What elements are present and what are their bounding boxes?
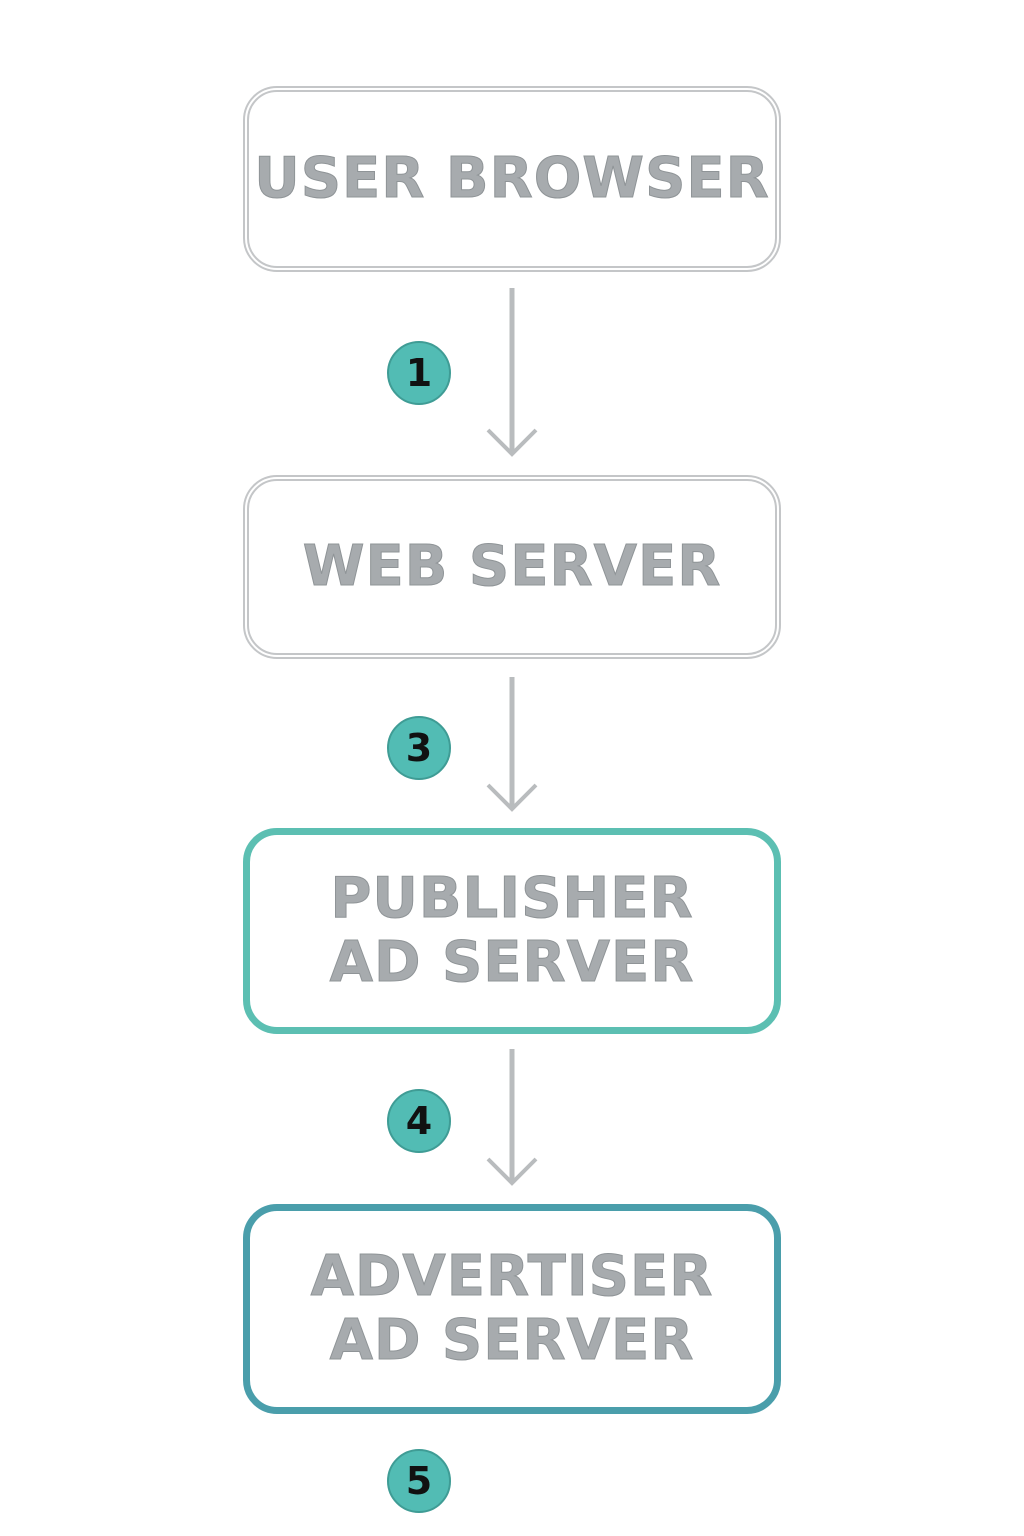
node-label: PUBLISHER AD SERVER: [329, 866, 695, 995]
node-advertiser-ad-server: ADVERTISER AD SERVER: [243, 1204, 781, 1414]
node-user-browser: USER BROWSER: [243, 86, 781, 272]
node-web-server: WEB SERVER: [243, 475, 781, 659]
step-badge-4: 4: [387, 1089, 451, 1153]
step-badge-1: 1: [387, 341, 451, 405]
step-badge-3: 3: [387, 716, 451, 780]
node-label: WEB SERVER: [302, 534, 722, 599]
arrow-1: [486, 288, 538, 457]
node-label: USER BROWSER: [254, 146, 770, 211]
arrow-3: [486, 1049, 538, 1186]
arrow-2: [486, 677, 538, 812]
node-publisher-ad-server: PUBLISHER AD SERVER: [243, 828, 781, 1034]
step-badge-5: 5: [387, 1449, 451, 1513]
node-label: ADVERTISER AD SERVER: [310, 1244, 714, 1373]
